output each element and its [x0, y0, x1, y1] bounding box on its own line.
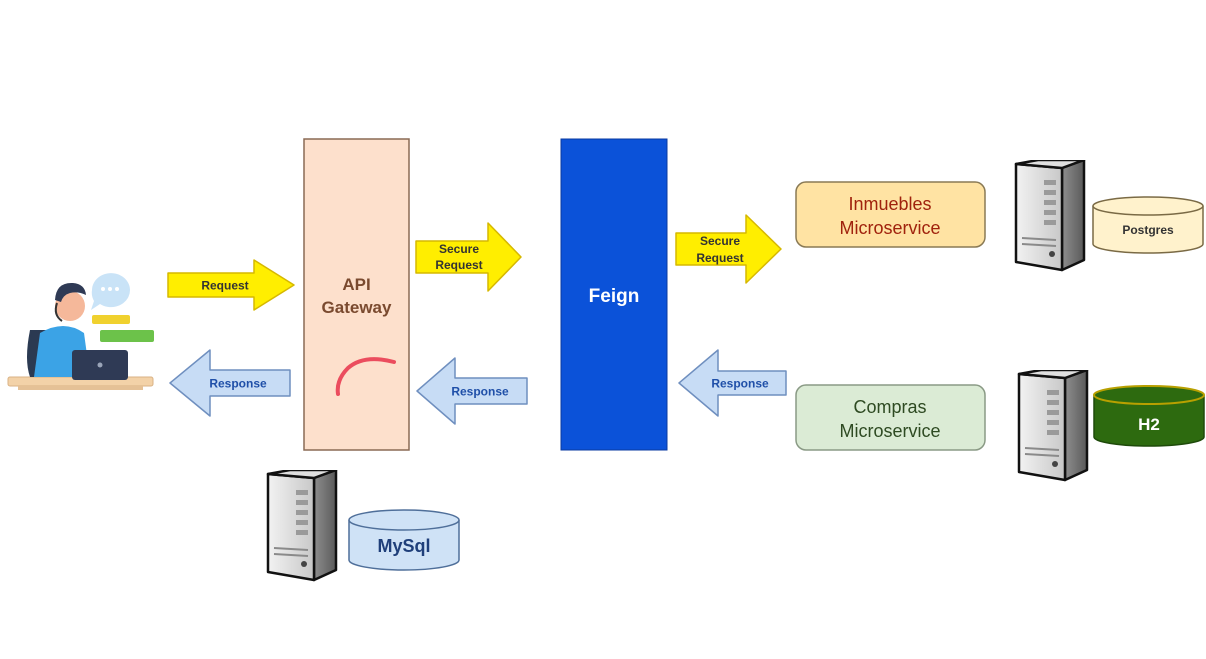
compras-label-line2: Microservice	[839, 421, 940, 441]
compras-server-icon	[1017, 370, 1089, 482]
request-arrow: Request	[167, 259, 295, 311]
secure-request-gw-label-line2: Request	[435, 258, 482, 272]
feign-box: Feign	[560, 138, 668, 451]
feign-label: Feign	[589, 286, 640, 307]
mysql-label: MySql	[377, 536, 430, 556]
response-arrow-client-label: Response	[209, 377, 267, 391]
api-gateway-label-line2: Gateway	[322, 298, 392, 317]
inmuebles-microservice-box: Inmuebles Microservice	[795, 181, 986, 248]
red-pen-stroke	[335, 357, 396, 396]
response-arrow-gateway-label: Response	[451, 385, 509, 399]
api-gateway-box: API Gateway	[303, 138, 410, 451]
postgres-database: Postgres	[1092, 196, 1204, 254]
compras-microservice-box: Compras Microservice	[795, 384, 986, 451]
secure-request-arrow-gateway: Secure Request	[415, 222, 522, 292]
mysql-database: MySql	[348, 509, 460, 571]
request-arrow-label: Request	[201, 279, 248, 293]
response-arrow-feign: Response	[678, 349, 787, 417]
response-arrow-client: Response	[169, 349, 291, 417]
inmuebles-server-icon	[1014, 160, 1086, 272]
response-arrow-feign-label: Response	[711, 377, 769, 391]
postgres-label: Postgres	[1122, 223, 1174, 237]
secure-request-arrow-feign: Secure Request	[675, 214, 782, 284]
secure-request-feign-label-line2: Request	[696, 251, 743, 265]
compras-label-line1: Compras	[853, 397, 926, 417]
gateway-server-icon	[266, 470, 338, 582]
client-person-illustration	[7, 273, 154, 390]
response-arrow-gateway: Response	[416, 357, 528, 425]
inmuebles-label-line2: Microservice	[839, 218, 940, 238]
secure-request-gw-label-line1: Secure	[439, 242, 479, 256]
inmuebles-label-line1: Inmuebles	[848, 194, 931, 214]
api-gateway-label-line1: API	[342, 275, 370, 294]
h2-label: H2	[1138, 415, 1160, 434]
secure-request-feign-label-line1: Secure	[700, 234, 740, 248]
h2-database: H2	[1093, 385, 1205, 447]
